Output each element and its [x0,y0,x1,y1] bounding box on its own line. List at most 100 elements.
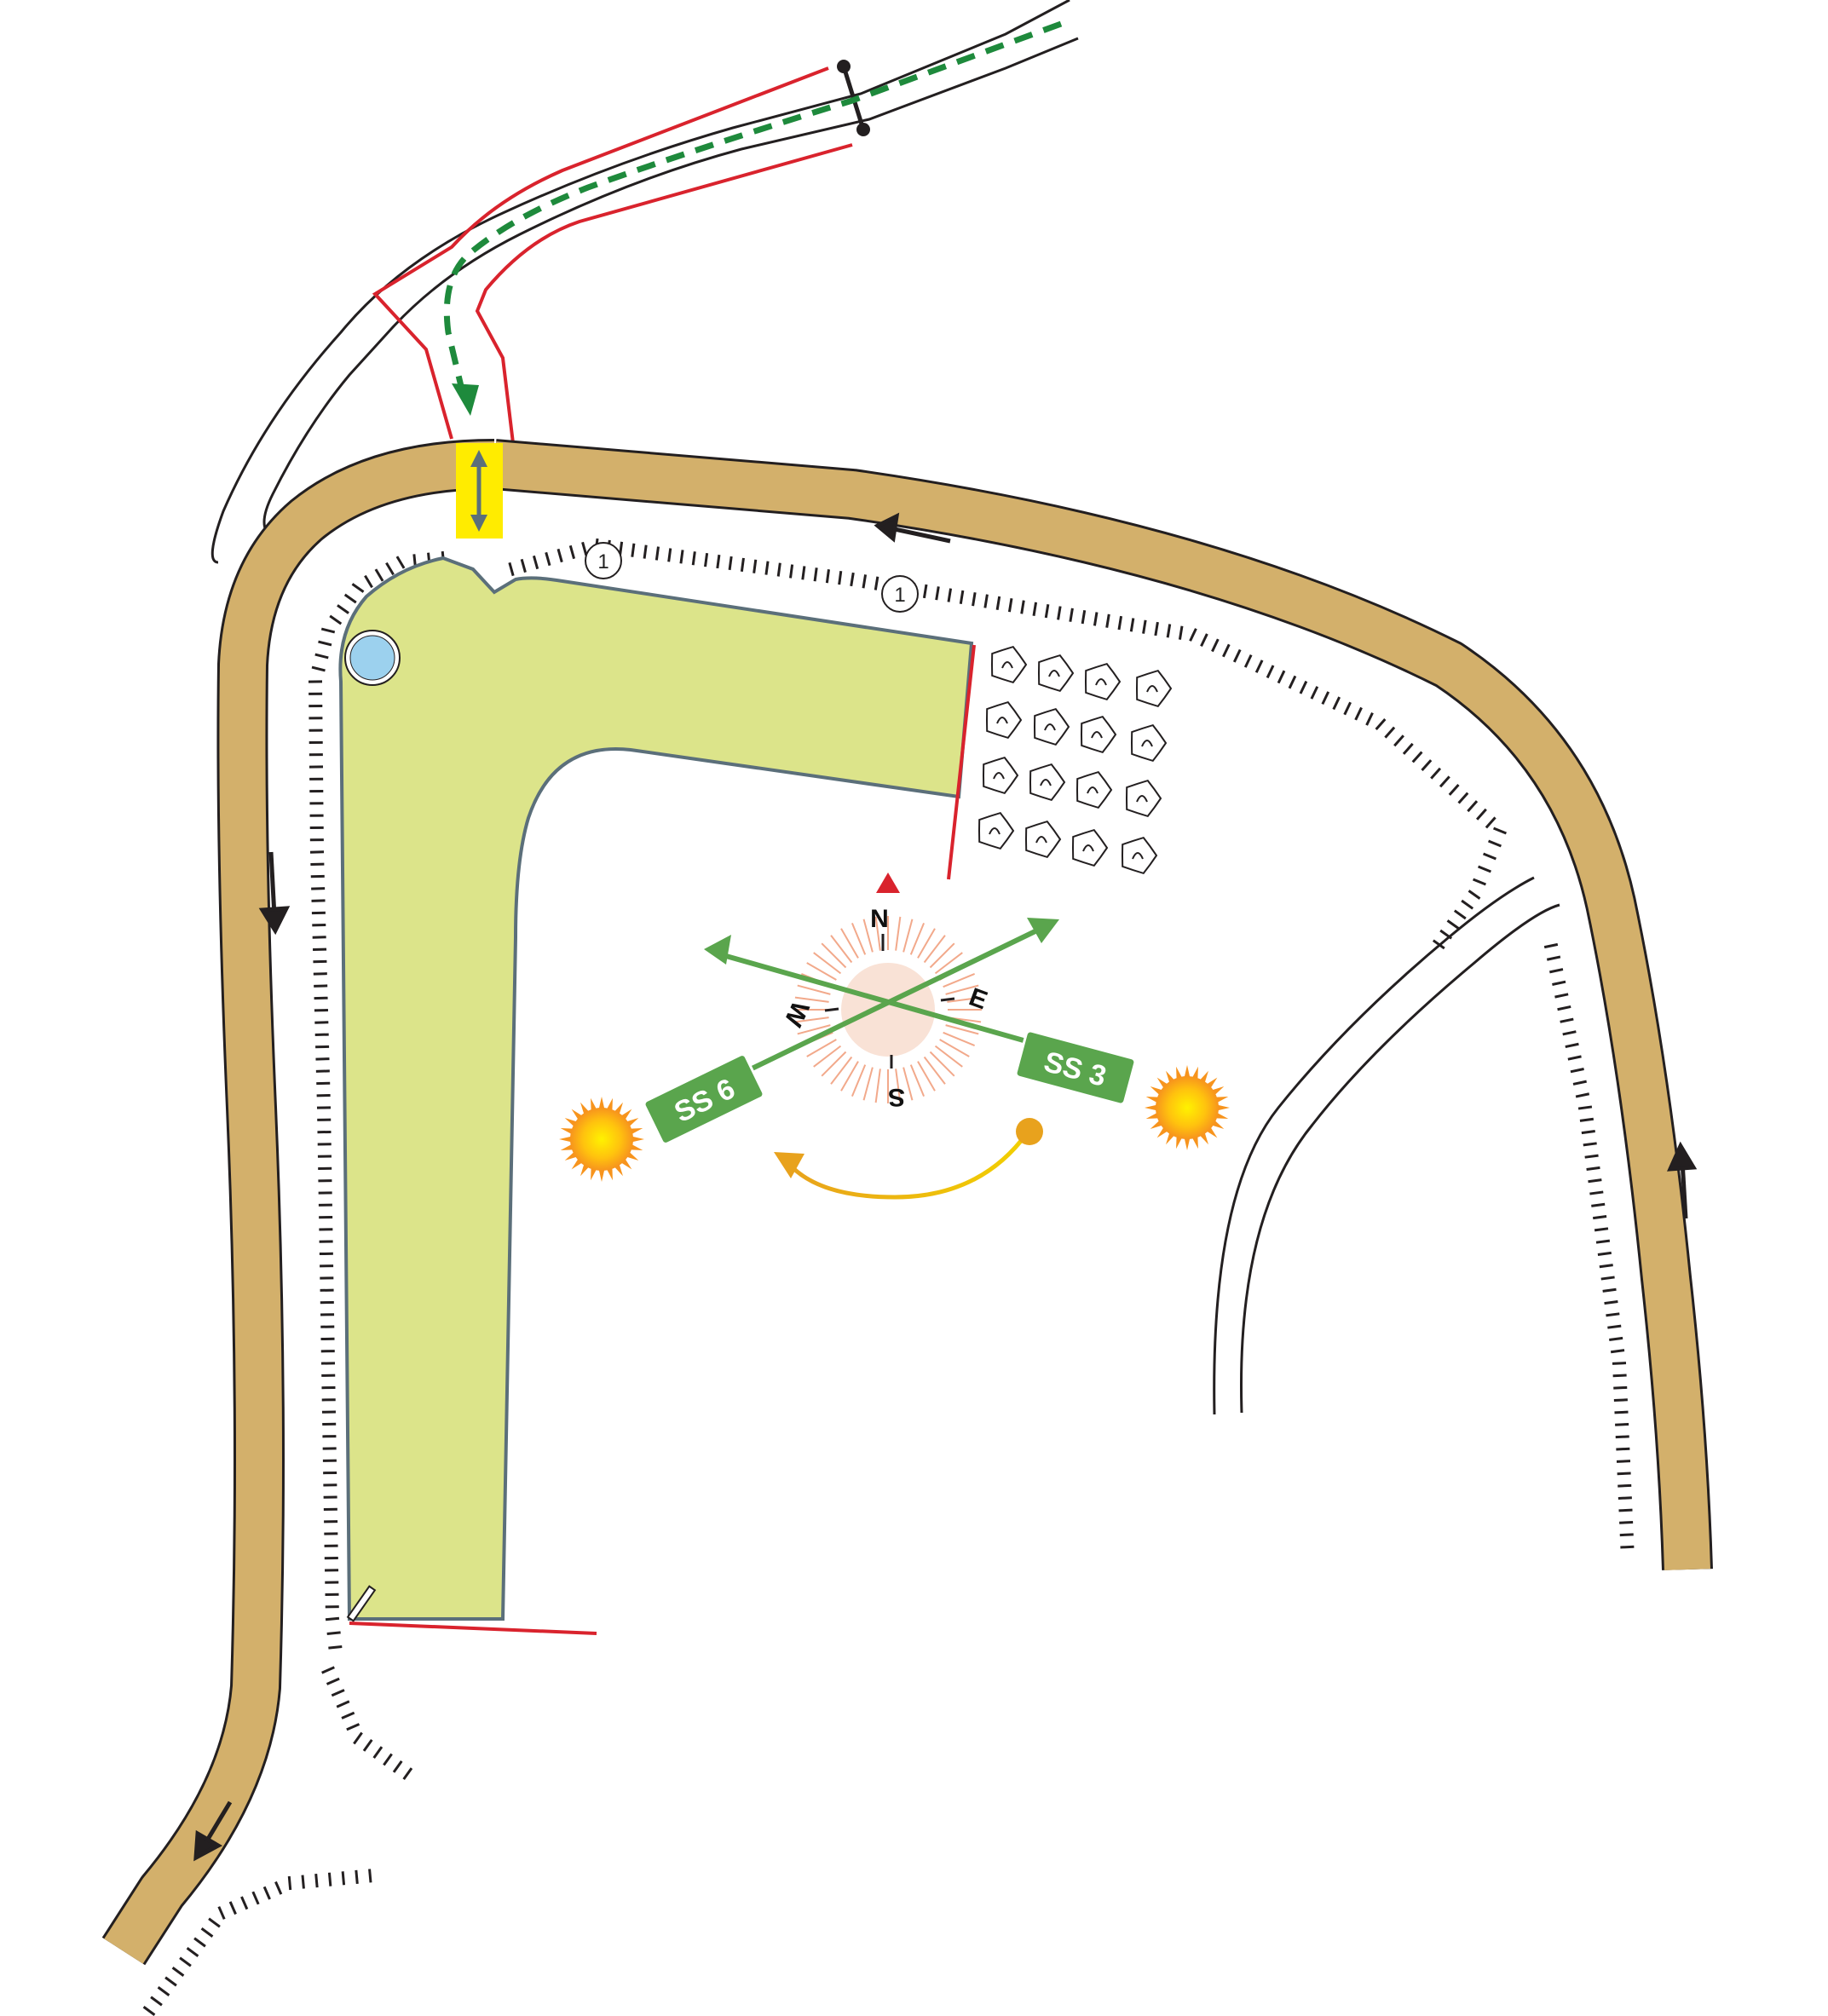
tree-icon [1075,770,1113,809]
kerb-tick [1552,980,1566,986]
kerb-tick [341,1711,355,1719]
kerb-tick [947,588,953,602]
kerb-tick [1211,638,1220,653]
kerb-tick [364,574,373,589]
kerb-tick [1613,1385,1628,1390]
kerb-tick [402,1767,413,1781]
kerb-tick [643,544,648,559]
kerb-tick [1343,701,1352,716]
kerb-tick [1044,604,1050,619]
tree-icon [1037,654,1075,693]
kerb-tick [1604,1300,1618,1305]
field-boundary-red [349,644,976,1635]
kerb-tick [1478,865,1491,873]
marker-1a: 1 [585,542,622,579]
runway-direction-arrows [704,918,1059,1076]
kerb-tick [1178,625,1184,640]
compass-tick [840,1061,859,1092]
kerb-tick [704,553,709,567]
kerb-tick [1577,1105,1593,1110]
sign-ss6: SS 6 [643,1053,765,1145]
kerb-tick [959,590,965,605]
kerb-tick [329,614,343,625]
kerb-tick [1332,696,1341,711]
compass-tick [821,942,847,969]
kerb-tick [1567,1055,1582,1061]
kerb-tick [972,592,977,607]
kerb-tick [667,548,672,562]
kerb-tick [728,556,733,571]
kerb-tick [193,1937,206,1948]
kerb-tick [1554,993,1569,999]
kerb-tick [392,1760,403,1773]
kerb-tick [1446,919,1460,930]
kerb-tick [1393,734,1404,747]
kerb-tick [1430,767,1442,780]
kerb-tick [1612,1374,1627,1378]
kerb-tick [1588,1178,1602,1184]
compass-tick [902,919,914,953]
compass-tick [923,1056,946,1085]
compass-south-label: S [888,1083,905,1111]
kerb-tick [1468,890,1481,900]
kerb-tick [825,569,830,584]
kerb-tick [776,562,781,577]
kerb-tick [362,1738,373,1752]
kerb-tick [287,1875,292,1891]
tree-icon [982,756,1019,795]
kerb-tick [200,1927,214,1938]
compass-tick [830,935,853,964]
kerb-tick [1142,619,1147,634]
kerb-tick [318,640,332,647]
kerb-tick [343,593,357,604]
kerb-tick [326,1677,340,1685]
compass-tick [806,962,837,981]
kerb-tick [1593,1215,1607,1220]
kerb-tick [327,1872,332,1886]
compass-tick [794,1017,829,1023]
kerb-tick [336,1700,350,1708]
kerb-tick [753,559,758,573]
kerb-tick [1020,600,1025,614]
kerb-tick [331,1689,345,1697]
kerb-tick [1254,660,1264,673]
kerb-tick [1007,598,1013,613]
kerb-tick [1612,1362,1627,1365]
kerb-tick [1432,939,1445,950]
kerb-tick [1599,1264,1613,1269]
kerb-tick [631,543,636,557]
kerb-tick [838,570,843,585]
compass-tick [917,1061,936,1092]
sun-path-arc [774,1118,1043,1200]
compass-tick [895,1068,902,1103]
kerb-tick [679,550,684,564]
kerb-tick [142,2006,156,2016]
kerb-tick [1609,1336,1623,1341]
race-track [101,439,1713,1966]
kerb-tick [508,562,515,577]
compass-tick [945,1024,979,1035]
kerb-tick [789,564,794,579]
compass-tick [943,1031,976,1047]
kerb-tick [337,604,349,614]
kerb-tick [1457,792,1469,804]
sign-ss3: SS 3 [1014,1029,1137,1106]
kerb-tick [1243,654,1253,668]
kerb-tick [1448,783,1460,796]
kerb-tick [1589,1190,1604,1195]
compass-north-label: N [870,905,889,933]
kerb-tick [1606,1312,1620,1317]
kerb-tick [311,665,326,672]
compass-tick [851,922,867,955]
compass-tick [874,1068,881,1103]
compass-tick [917,928,936,959]
kerb-tick [1473,878,1486,886]
tree-icon [1029,763,1066,802]
kerb-tick [1579,1117,1594,1122]
kerb-tick [351,583,365,593]
kerb-tick [716,554,721,569]
kerb-tick [1129,618,1135,632]
kerb-tick [1189,628,1197,642]
compass-tick [945,984,979,995]
